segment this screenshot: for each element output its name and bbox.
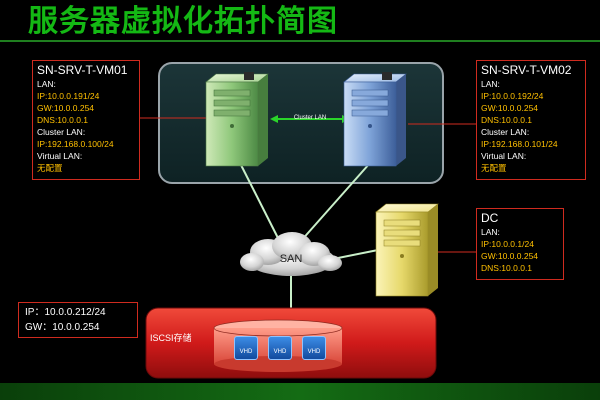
dc-line: LAN: [481, 227, 500, 237]
server-tower-icon [205, 72, 269, 167]
vm01-line: GW:10.0.0.254 [37, 103, 95, 113]
vm02-line: GW:10.0.0.254 [481, 103, 539, 113]
dc-line: GW:10.0.0.254 [481, 251, 539, 261]
server-tower-icon [343, 72, 407, 167]
cluster-lan-label: Cluster LAN [293, 115, 327, 121]
link-vm01-san [239, 162, 281, 243]
cloud-icon [240, 232, 342, 276]
network-links [239, 162, 379, 308]
vm01-line: IP:10.0.0.191/24 [37, 91, 100, 101]
vm01-name: SN-SRV-T-VM01 [37, 63, 128, 77]
dc-line: IP:10.0.0.1/24 [481, 239, 534, 249]
vhd-label: VHD [307, 349, 321, 355]
vhd-label: VHD [239, 349, 253, 355]
title-underline [0, 40, 600, 42]
vm01-line: Virtual LAN: [37, 151, 83, 161]
vm02-status: 无配置 [481, 163, 507, 173]
san-label: SAN [279, 253, 303, 265]
disk-icon: VHD [268, 336, 292, 360]
vm01-line: IP:192.168.0.100/24 [37, 139, 114, 149]
vm01-status: 无配置 [37, 163, 63, 173]
vm02-line: IP:10.0.0.192/24 [481, 91, 544, 101]
vm02-line: Cluster LAN: [481, 127, 530, 137]
vm01-line: Cluster LAN: [37, 127, 86, 137]
vm02-line: LAN: [481, 79, 500, 89]
disk-icon: VHD [302, 336, 326, 360]
vm02-info-box: SN-SRV-T-VM02 LAN: IP:10.0.0.192/24 GW:1… [476, 60, 586, 180]
storage-ip-box: IP：10.0.0.212/24 GW：10.0.0.254 [18, 302, 138, 338]
vm01-line: DNS:10.0.0.1 [37, 115, 89, 125]
disk-icon: VHD [234, 336, 258, 360]
iscsi-storage-label: ISCSI存储 [150, 333, 192, 343]
vm02-line: IP:192.168.0.101/24 [481, 139, 558, 149]
server-tower-icon [375, 203, 439, 297]
dc-info-box: DC LAN: IP:10.0.0.1/24 GW:10.0.0.254 DNS… [476, 208, 564, 280]
vm01-line: LAN: [37, 79, 56, 89]
dc-name: DC [481, 211, 499, 225]
link-vm02-san [299, 162, 371, 243]
callout-lines [140, 117, 476, 253]
page-title: 服务器虚拟化拓扑简图 [28, 4, 338, 39]
vhd-label: VHD [273, 349, 287, 355]
storage-gw: GW：10.0.0.254 [25, 322, 100, 333]
dc-line: DNS:10.0.0.1 [481, 263, 533, 273]
vm02-name: SN-SRV-T-VM02 [481, 63, 572, 77]
vm02-line: DNS:10.0.0.1 [481, 115, 533, 125]
vm02-line: Virtual LAN: [481, 151, 527, 161]
footer-bar [0, 383, 600, 400]
vm01-info-box: SN-SRV-T-VM01 LAN: IP:10.0.0.191/24 GW:1… [32, 60, 140, 180]
storage-ip: IP：10.0.0.212/24 [25, 307, 106, 318]
